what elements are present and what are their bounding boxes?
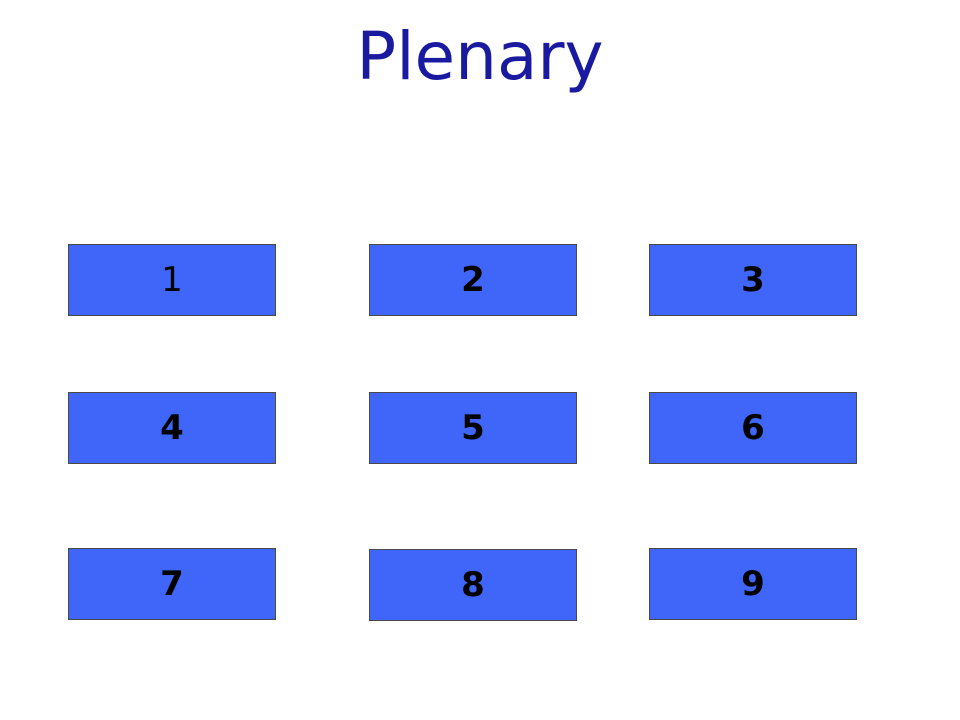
tile-3-button[interactable]: 3 bbox=[649, 244, 857, 316]
tile-4-button[interactable]: 4 bbox=[68, 392, 276, 464]
tile-9-button[interactable]: 9 bbox=[649, 548, 857, 620]
tile-5-button[interactable]: 5 bbox=[369, 392, 577, 464]
slide-title: Plenary bbox=[356, 18, 604, 95]
tile-6-button[interactable]: 6 bbox=[649, 392, 857, 464]
tile-2-button[interactable]: 2 bbox=[369, 244, 577, 316]
tile-7-button[interactable]: 7 bbox=[68, 548, 276, 620]
tile-1-button[interactable]: 1 bbox=[68, 244, 276, 316]
tile-8-button[interactable]: 8 bbox=[369, 549, 577, 621]
